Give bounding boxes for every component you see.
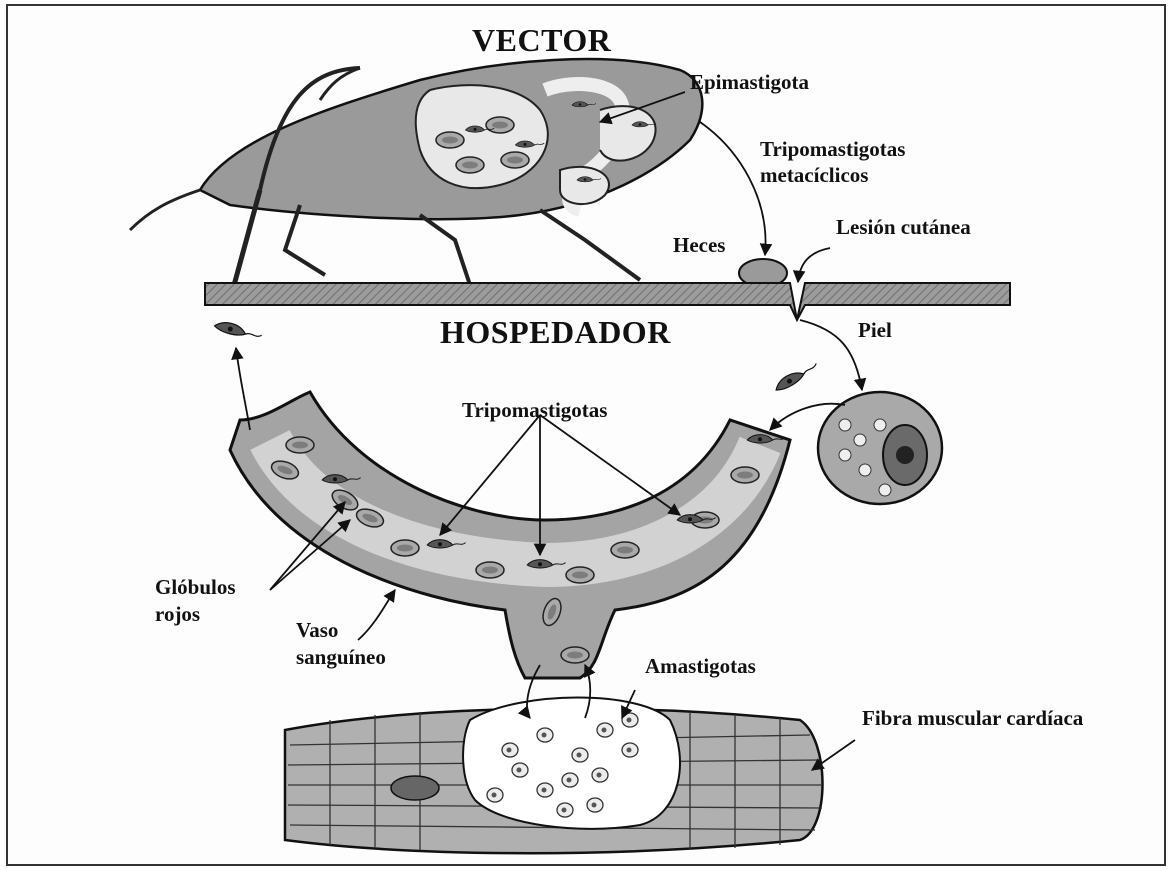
trypomastigote-icon [773, 360, 820, 393]
label-lesion-cutanea: Lesión cutánea [836, 215, 971, 239]
label-tripomastigotas-metaciclicos-2: metacíclicos [760, 163, 868, 187]
label-piel: Piel [858, 318, 892, 342]
label-tripomastigotas-metaciclicos-1: Tripomastigotas [760, 137, 905, 161]
label-vaso-sanguineo-1: Vaso [296, 618, 338, 642]
label-fibra-muscular-cardiaca: Fibra muscular cardíaca [862, 706, 1083, 730]
muscle-fiber [285, 698, 823, 854]
label-vaso-sanguineo-2: sanguíneo [296, 645, 386, 669]
vector-title: VECTOR [472, 22, 611, 59]
trypomastigote-icon [214, 319, 263, 342]
label-epimastigota: Epimastigota [690, 70, 809, 94]
label-amastigotas: Amastigotas [645, 654, 756, 678]
host-title: HOSPEDADOR [440, 314, 671, 351]
label-globulos-rojos-1: Glóbulos [155, 575, 236, 599]
label-heces: Heces [673, 233, 725, 257]
host-cell [818, 392, 942, 504]
label-globulos-rojos-2: rojos [155, 602, 200, 626]
triatomine-bug-icon [130, 59, 702, 300]
label-tripomastigotas: Tripomastigotas [462, 398, 607, 422]
